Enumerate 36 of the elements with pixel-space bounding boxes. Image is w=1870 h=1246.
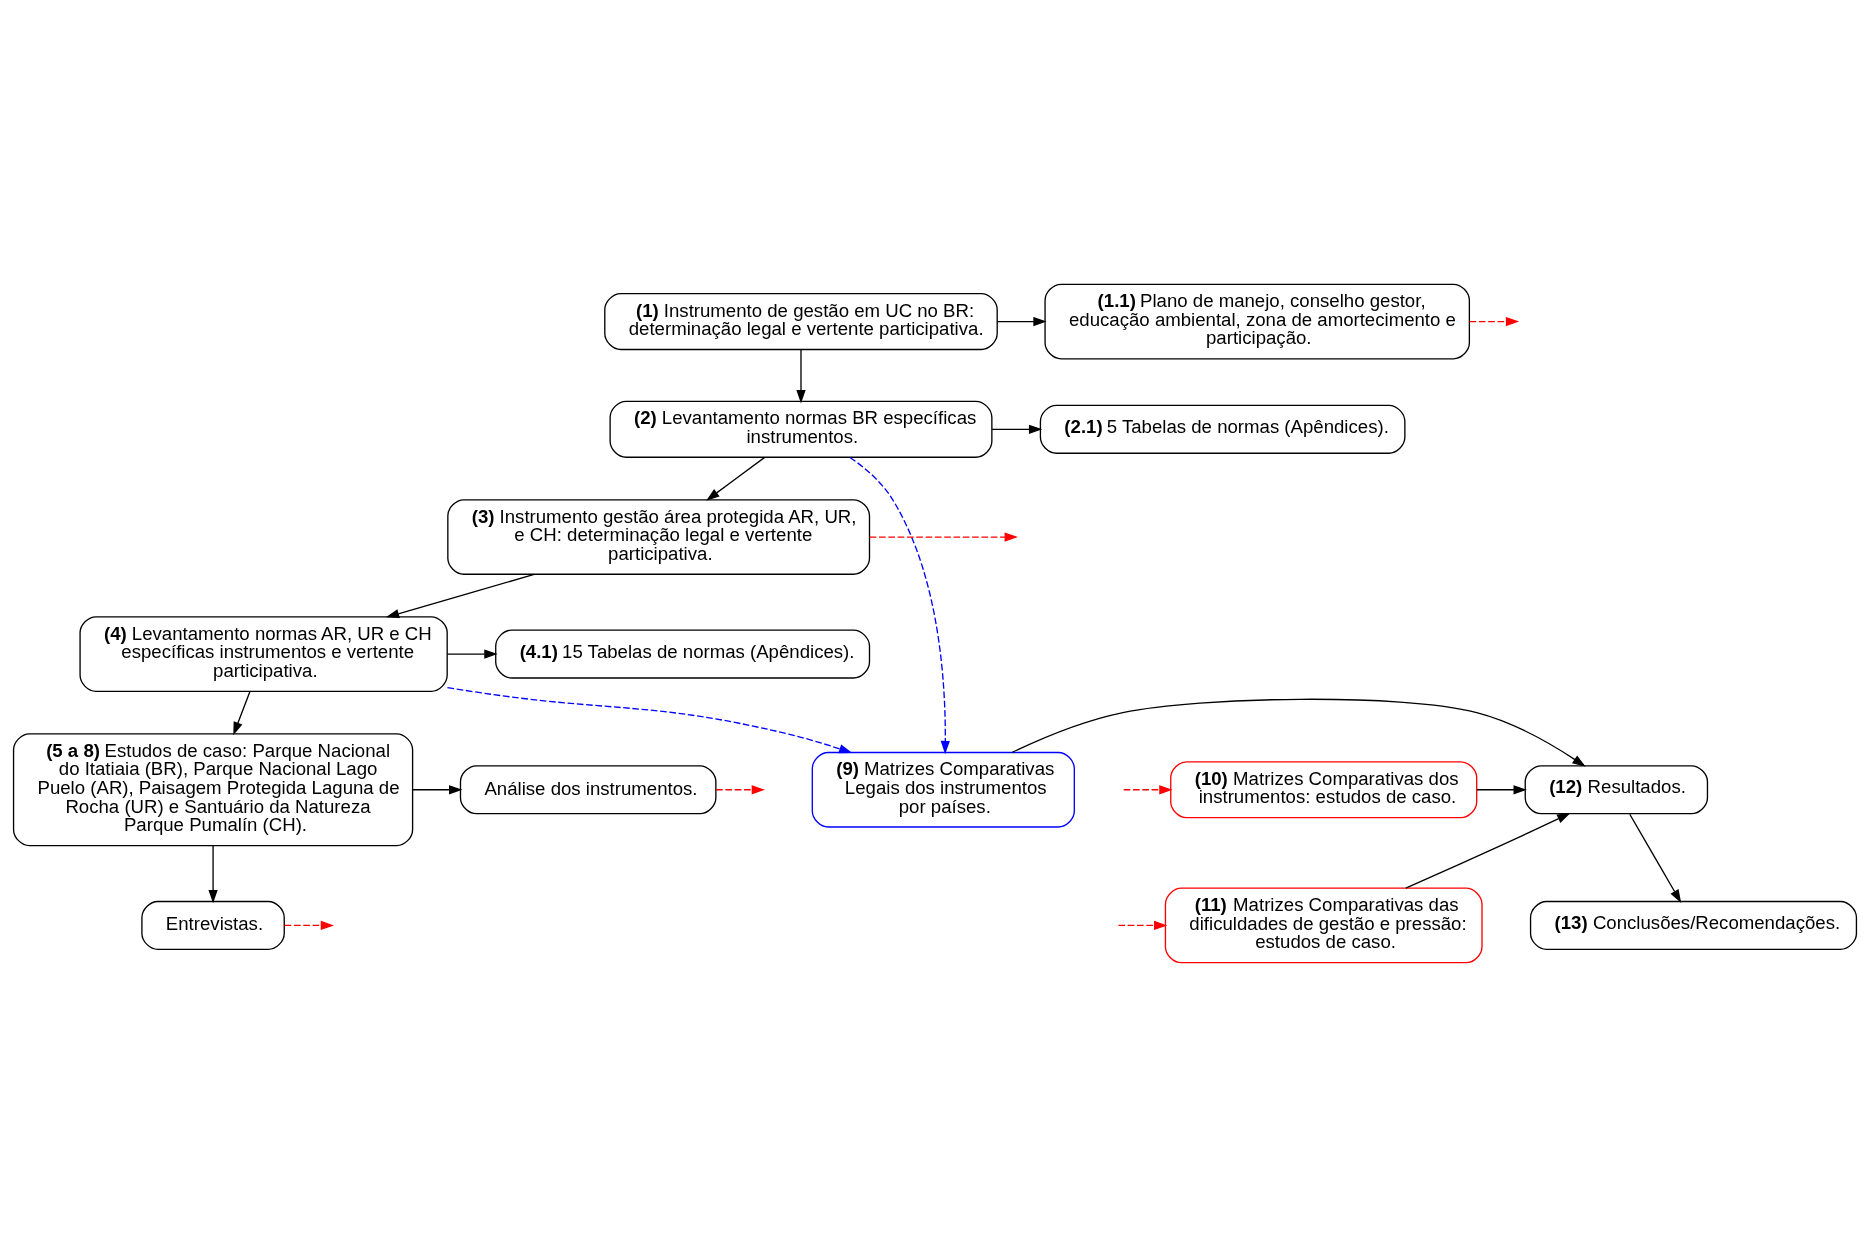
node-box: (10) Matrizes Comparativas dos instrumentos: estudos de caso. — [1170, 760, 1478, 818]
node-box: (2) Levantamento normas BR específicas instrumentos. — [609, 400, 993, 458]
node-box: (1) Instrumento de gestão em UC no BR: determinação legal e vertente participativa. — [604, 292, 998, 350]
node-box: (4.1) 15 Tabelas de normas (Apêndices). — [495, 629, 871, 679]
node-box: Análise dos instrumentos. — [459, 764, 717, 814]
node-box: (11) Matrizes Comparativas das dificuldades de gestão e pressão: estudos de caso. — [1164, 887, 1483, 963]
arrow — [869, 531, 1018, 542]
arrow — [715, 784, 765, 794]
arrow — [446, 686, 853, 753]
node-box: (2.1) 5 Tabelas de normas (Apêndices). — [1039, 404, 1406, 454]
arrow — [1476, 784, 1527, 794]
arrow — [446, 648, 498, 659]
node-box: (3) Instrumento gestão área protegida AR, UR, e CH: determinação legal e vertente participativa. — [447, 498, 871, 575]
arrow — [1405, 812, 1571, 889]
node-box: (4) Levantamento normas AR, UR e CH específicas instrumentos e vertente participativa. — [79, 615, 448, 692]
arrow — [1117, 920, 1168, 930]
arrow — [1468, 316, 1520, 326]
arrow — [208, 844, 218, 903]
node-box: (13) Conclusões/Recomendações. — [1529, 900, 1858, 950]
arrow — [996, 316, 1047, 326]
arrow — [412, 784, 463, 794]
arrow — [991, 424, 1043, 434]
node-box: Entrevistas. — [141, 900, 285, 950]
node-box: (1.1) Plano de manejo, conselho gestor, educação ambiental, zona de amortecimento e participação. — [1044, 283, 1471, 359]
node-box: (5 a 8) Estudos de caso: Parque Nacional do Itatiaia (BR), Parque Nacional Lago Puelo (AR), Paisagem Protegida Laguna de Rocha (UR) e Santuário da Natureza Parque Pumalín (CH). — [12, 732, 414, 846]
arrow — [1629, 813, 1682, 903]
arrow — [283, 920, 335, 930]
node-box: (9) Matrizes Comparativas Legais dos instrumentos por países. — [811, 751, 1075, 828]
arrow — [385, 573, 535, 618]
arrow — [796, 348, 806, 403]
arrow — [1011, 698, 1586, 767]
arrow — [233, 690, 251, 735]
node-box: (12) Resultados. — [1524, 764, 1709, 814]
arrow — [706, 456, 766, 501]
arrow — [849, 456, 950, 754]
arrow — [1123, 784, 1173, 794]
